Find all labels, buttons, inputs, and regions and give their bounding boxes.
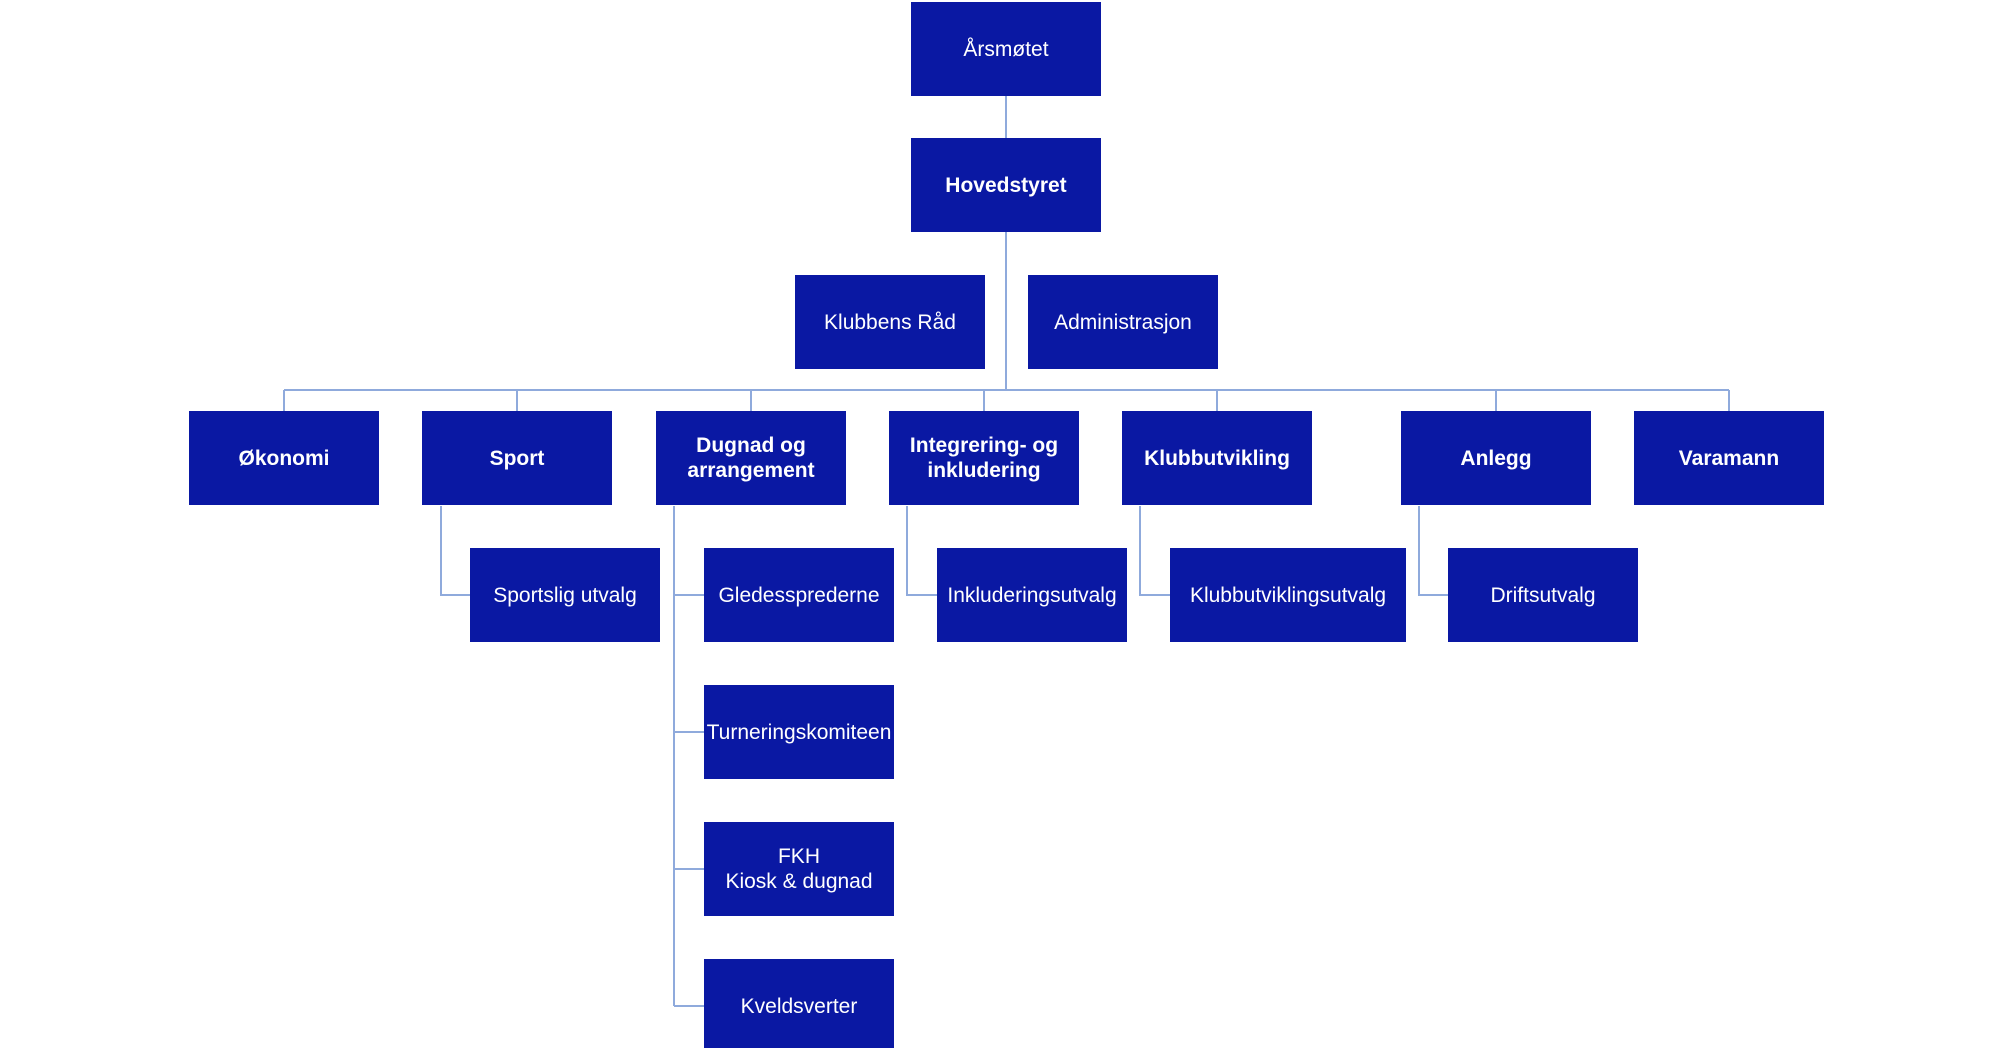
node-klubbutviklingsutvalg: Klubbutviklingsutvalg xyxy=(1170,548,1406,642)
node-arsmotet: Årsmøtet xyxy=(911,2,1101,96)
node-turneringskomiteen: Turneringskomiteen xyxy=(704,685,894,779)
node-klubbutvikling: Klubbutvikling xyxy=(1122,411,1312,505)
node-fkh-kiosk-dugnad: FKH Kiosk & dugnad xyxy=(704,822,894,916)
connector-klubbutvikling-klubbutviklingsutvalg xyxy=(1139,506,1170,596)
connector-anlegg-driftsutvalg xyxy=(1418,506,1448,596)
node-sportslig-utvalg: Sportslig utvalg xyxy=(470,548,660,642)
node-integrering-og-inkludering: Integrering- og inkludering xyxy=(889,411,1079,505)
node-driftsutvalg: Driftsutvalg xyxy=(1448,548,1638,642)
node-hovedstyret: Hovedstyret xyxy=(911,138,1101,232)
node-varamann: Varamann xyxy=(1634,411,1824,505)
connector-integrering-inkluderingsutvalg xyxy=(906,506,937,596)
node-kveldsverter: Kveldsverter xyxy=(704,959,894,1048)
node-gledessprederne: Gledessprederne xyxy=(704,548,894,642)
node-dugnad-og-arrangement: Dugnad og arrangement xyxy=(656,411,846,505)
node-inkluderingsutvalg: Inkluderingsutvalg xyxy=(937,548,1127,642)
node-okonomi: Økonomi xyxy=(189,411,379,505)
node-administrasjon: Administrasjon xyxy=(1028,275,1218,369)
connector-sport-sportslig-utvalg xyxy=(440,506,470,596)
node-sport: Sport xyxy=(422,411,612,505)
node-klubbens-rad: Klubbens Råd xyxy=(795,275,985,369)
node-anlegg: Anlegg xyxy=(1401,411,1591,505)
